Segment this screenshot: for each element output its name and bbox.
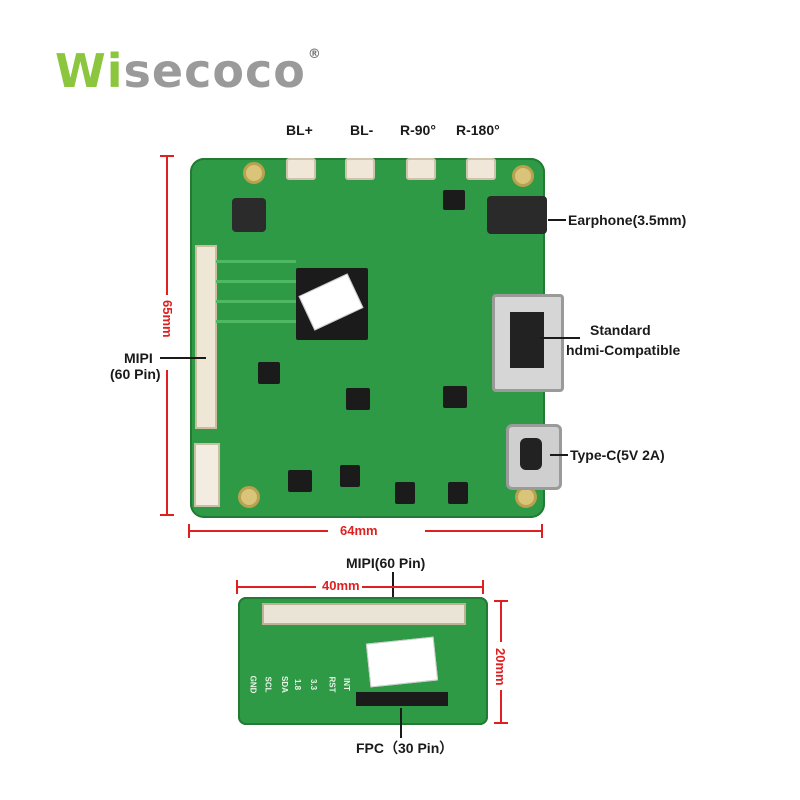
height-dim-line xyxy=(166,370,168,516)
side-connector xyxy=(194,443,220,507)
typec-label: Type-C(5V 2A) xyxy=(570,447,665,463)
ic-chip xyxy=(395,482,415,504)
mount-hole xyxy=(512,165,534,187)
dim-tick xyxy=(541,524,543,538)
mipi-pointer xyxy=(160,357,206,359)
typec-port-inner xyxy=(520,438,542,470)
registered-mark: ® xyxy=(307,47,322,62)
fpc-connector xyxy=(356,692,448,706)
pin-rst: RST xyxy=(327,676,337,693)
adapter-width-line xyxy=(236,586,316,588)
adapter-width-line xyxy=(362,586,484,588)
rotate-90-label: R-90° xyxy=(400,122,436,138)
pin-int: INT xyxy=(341,678,351,691)
pin-sda: SDA xyxy=(279,676,289,693)
bl-minus-label: BL- xyxy=(350,122,374,138)
bl-plus-button[interactable] xyxy=(286,158,316,180)
earphone-label: Earphone(3.5mm) xyxy=(568,212,687,228)
adapter-mipi-connector xyxy=(262,603,466,625)
height-dim-line xyxy=(166,155,168,295)
trace xyxy=(216,320,296,323)
earphone-pointer xyxy=(548,219,566,221)
ic-chip xyxy=(443,190,465,210)
adapter-height-line xyxy=(500,690,502,724)
mount-hole xyxy=(238,486,260,508)
trace xyxy=(216,260,296,263)
fpc-pointer xyxy=(400,708,402,738)
bl-minus-button[interactable] xyxy=(345,158,375,180)
mipi-label-line1: MIPI xyxy=(124,350,153,366)
width-dim-label: 64mm xyxy=(340,523,378,538)
hdmi-label-line1: Standard xyxy=(590,322,651,338)
brand-logo: Wisecoco® xyxy=(55,48,322,94)
mount-hole xyxy=(243,162,265,184)
dim-tick xyxy=(482,580,484,594)
ic-chip xyxy=(258,362,280,384)
ic-chip xyxy=(288,470,312,492)
hdmi-port-inner xyxy=(510,312,544,368)
rotate-180-label: R-180° xyxy=(456,122,500,138)
mipi-adapter-label: MIPI(60 Pin) xyxy=(346,555,426,571)
ic-chip xyxy=(340,465,360,487)
ic-chip xyxy=(448,482,468,504)
hdmi-label-line2: hdmi-Compatible xyxy=(566,342,681,358)
adapter-pin-row: GND SCL SDA 1.8 3.3 RST INT xyxy=(244,670,354,710)
rotate-90-button[interactable] xyxy=(406,158,436,180)
bl-plus-label: BL+ xyxy=(286,122,313,138)
earphone-jack xyxy=(487,196,547,234)
adapter-height-label: 20mm xyxy=(493,648,508,686)
dim-tick xyxy=(160,514,174,516)
hdmi-port xyxy=(492,294,564,392)
trace xyxy=(216,300,296,303)
trace xyxy=(216,280,296,283)
logo-rest: secoco xyxy=(123,44,306,98)
height-dim-label: 65mm xyxy=(160,300,175,338)
adapter-height-line xyxy=(500,600,502,642)
pin-scl: SCL xyxy=(263,676,273,693)
ic-chip xyxy=(346,388,370,410)
fpc-label: FPC（30 Pin） xyxy=(356,740,454,756)
rotate-180-button[interactable] xyxy=(466,158,496,180)
hdmi-pointer xyxy=(540,337,580,339)
pin-1v8: 1.8 xyxy=(293,678,303,691)
logo-w: Wi xyxy=(55,44,124,98)
pin-3v3: 3.3 xyxy=(309,678,319,691)
mipi-label-line2: (60 Pin) xyxy=(110,366,161,382)
inductor xyxy=(232,198,266,232)
width-dim-line xyxy=(188,530,328,532)
typec-pointer xyxy=(550,454,568,456)
ic-chip xyxy=(443,386,467,408)
width-dim-line xyxy=(425,530,543,532)
mipi-connector xyxy=(195,245,217,429)
pin-gnd: GND xyxy=(248,675,258,694)
dim-tick xyxy=(494,722,508,724)
adapter-width-label: 40mm xyxy=(322,578,360,593)
adapter-sticker xyxy=(365,636,439,688)
